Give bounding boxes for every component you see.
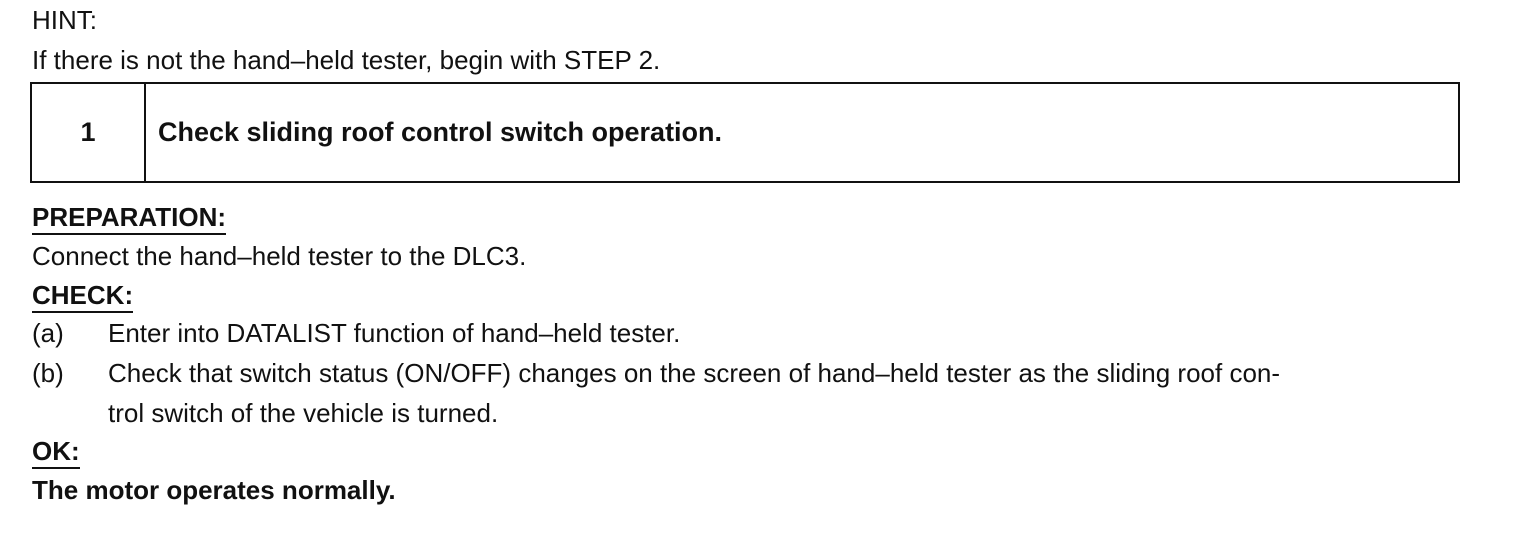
check-item-b: (b) Check that switch status (ON/OFF) ch… (32, 353, 1468, 433)
check-heading: CHECK: (32, 279, 134, 313)
hint-label: HINT: (32, 5, 97, 35)
hint-text: If there is not the hand–held tester, be… (32, 45, 661, 75)
ok-text: The motor operates normally. (32, 475, 396, 505)
check-item-a-text: Enter into DATALIST function of hand–hel… (108, 318, 681, 348)
check-item-b-line2: trol switch of the vehicle is turned. (108, 398, 499, 428)
ok-heading: OK: (32, 435, 80, 469)
check-item-b-line1: Check that switch status (ON/OFF) change… (108, 358, 1281, 388)
step-number: 1 (32, 84, 146, 181)
preparation-text: Connect the hand–held tester to the DLC3… (32, 241, 527, 271)
preparation-heading: PREPARATION: (32, 201, 227, 235)
check-item-b-label: (b) (32, 358, 64, 388)
step-box: 1 Check sliding roof control switch oper… (30, 82, 1460, 183)
step-title: Check sliding roof control switch operat… (158, 117, 723, 147)
check-item-a-label: (a) (32, 318, 64, 348)
check-item-a: (a) Enter into DATALIST function of hand… (32, 313, 1468, 353)
check-item-b-text: Check that switch status (ON/OFF) change… (108, 353, 1468, 433)
